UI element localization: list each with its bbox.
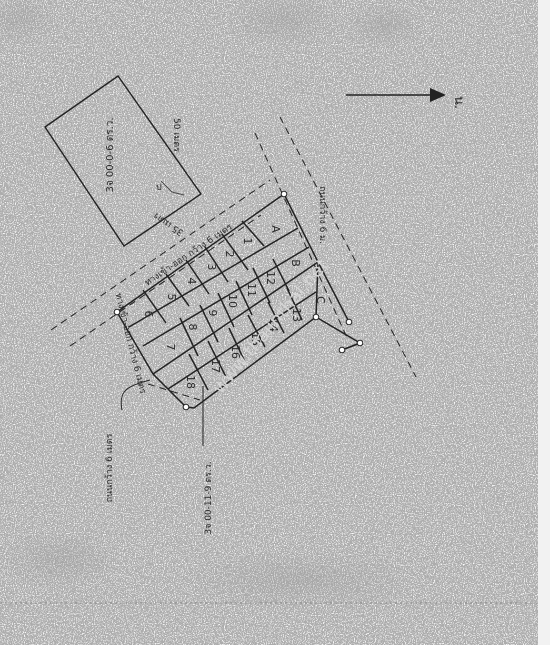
scan-smudge-top-right [345,0,425,50]
lot-11: 11 [245,283,258,297]
lot-7: 7 [164,344,177,351]
lot-18: 18 [184,375,197,389]
lower-road-text: ถนนกว้าง 6 เมตร [104,433,115,502]
lot-17: 17 [209,359,222,373]
lot-10: 10 [226,294,239,308]
scan-smudge-bottom-left [0,530,120,590]
lot-3: 3 [205,264,218,271]
scan-smudge-bottom [180,550,420,610]
lot-2: 2 [223,251,236,258]
road-right-label: ถนนกว้าง 6 ม. [317,186,328,244]
lot-12: 12 [264,271,277,285]
lot-B: B [289,259,302,267]
lower-annotation: ถนนกว้าง 6 เมตร 3จ 00-11-9 ตร.ว. [104,379,214,535]
lot-A: A [269,225,282,233]
lot-15: 15 [249,332,262,346]
lower-area-text: 3จ 00-11-9 ตร.ว. [204,461,214,534]
north-arrow: น. [346,88,466,109]
lot-16: 16 [229,345,242,359]
road-boundaries [50,116,417,401]
lot-6: 6 [142,311,155,318]
lot-13: 13 [290,308,303,322]
lot-numbers: A B C 1 2 3 4 5 6 7 8 9 10 11 12 13 14 1… [142,225,327,389]
scan-smudge-left [0,0,60,45]
lot-4: 4 [185,278,198,285]
lot-5: 5 [165,294,178,301]
upper-parcel-tick-mark: ป [156,183,162,193]
lot-8: 8 [186,324,199,331]
survey-pegs [113,190,364,411]
subdivision-outline [116,192,361,409]
scan-smudge-top [225,0,345,48]
lot-1: 1 [241,238,254,245]
lot-C: C [314,296,327,304]
upper-parcel-side-label: 50 เมตร [171,118,181,152]
lot-9: 9 [206,310,219,317]
north-label: น. [451,96,466,109]
lot-14: 14 [267,318,280,332]
page-edge-right [538,0,550,645]
upper-parcel-area: 3จ 00-0-6 ตร.ว. [105,117,116,192]
